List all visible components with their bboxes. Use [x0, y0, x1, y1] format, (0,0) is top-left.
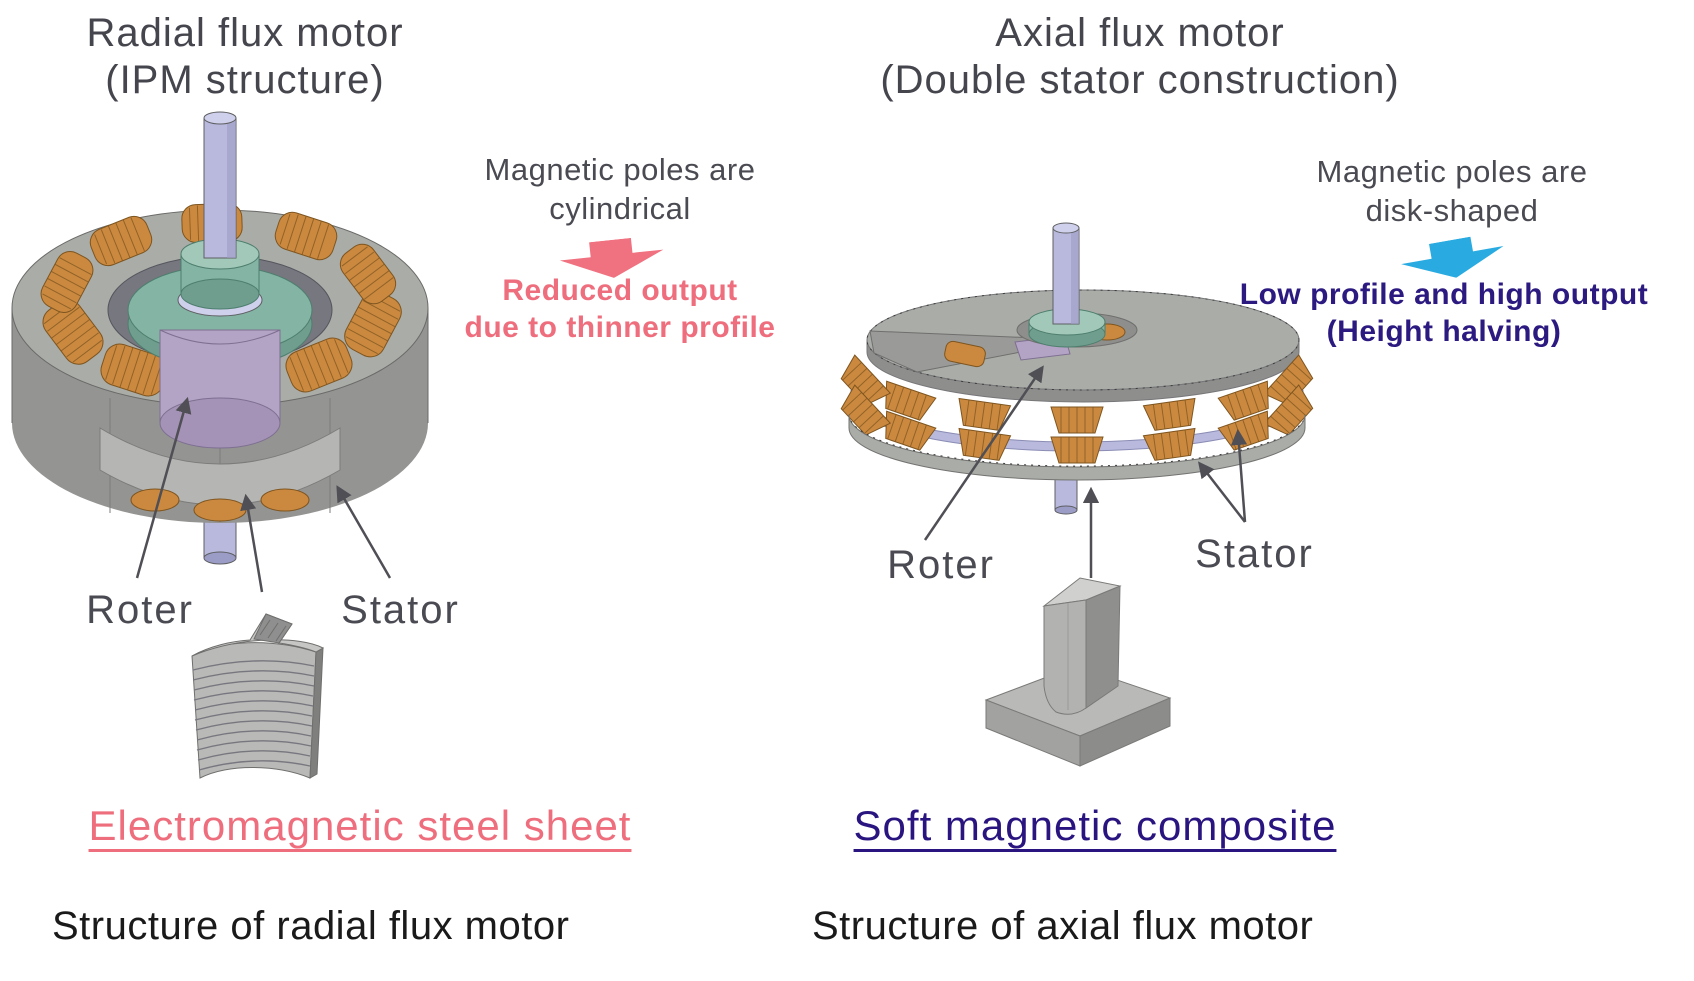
axial-top-stator-disk — [866, 289, 1300, 403]
laminations — [192, 660, 315, 771]
stator-arrow-left — [336, 485, 392, 579]
axial-upper-coils — [840, 354, 1314, 434]
radial-motor-title-line2: (IPM structure) — [105, 58, 385, 102]
stator-arrow-right-2 — [1230, 428, 1248, 523]
axial-result-text: Low profile and high output (Height halv… — [1194, 276, 1694, 350]
radial-callout-line2: cylindrical — [549, 191, 691, 226]
rotor-arrow-right — [923, 365, 1044, 541]
axial-callout: Magnetic poles are disk-shaped — [1252, 152, 1652, 230]
axial-motor-title-line1: Axial flux motor — [995, 11, 1285, 55]
stator-label-right: Stator — [1195, 532, 1314, 576]
smc-material-label: Soft magnetic composite — [853, 802, 1337, 849]
radial-structure-caption: Structure of radial flux motor — [52, 904, 570, 948]
radial-motor-title: Radial flux motor (IPM structure) — [25, 10, 465, 104]
rotor-label-right: Roter — [887, 543, 995, 587]
radial-callout-line1: Magnetic poles are — [484, 152, 756, 187]
smc-core-illustration — [968, 558, 1180, 778]
radial-result-text: Reduced output due to thinner profile — [390, 272, 850, 346]
axial-flux-motor-illustration — [815, 222, 1315, 542]
pink-down-arrow-icon — [558, 235, 665, 284]
stator-label-left: Stator — [341, 588, 460, 632]
axial-result-line2: (Height halving) — [1326, 315, 1562, 348]
rotor-label-left: Roter — [86, 588, 194, 632]
radial-bottom-coils — [130, 488, 310, 522]
stator-arrow-right-1 — [1198, 461, 1246, 523]
axial-callout-line2: disk-shaped — [1365, 193, 1539, 228]
radial-motor-title-line1: Radial flux motor — [86, 11, 404, 55]
stack-notch — [253, 613, 293, 644]
smc-tooth — [1042, 577, 1122, 715]
axial-motor-title-line2: (Double stator construction) — [880, 58, 1400, 102]
radial-result-line2: due to thinner profile — [464, 311, 776, 344]
axial-shaft-bottom — [1054, 473, 1078, 515]
axial-shaft — [1052, 222, 1080, 325]
axial-structure-caption: Structure of axial flux motor — [812, 904, 1314, 948]
axial-disk-cutout — [869, 330, 1084, 373]
steel-sheet-stack-illustration — [180, 590, 330, 790]
blue-down-arrow-icon — [1396, 231, 1511, 288]
radial-callout: Magnetic poles are cylindrical — [420, 150, 820, 228]
radial-shaft — [203, 111, 237, 259]
axial-result-line1: Low profile and high output — [1239, 278, 1649, 311]
axial-motor-title: Axial flux motor (Double stator construc… — [822, 10, 1458, 104]
sheet-arrow-left — [240, 493, 264, 593]
axial-bottom-stator-disk — [848, 414, 1306, 481]
rotor-arrow-left — [135, 396, 192, 579]
axial-callout-line1: Magnetic poles are — [1316, 154, 1588, 189]
radial-result-line1: Reduced output — [502, 274, 738, 307]
steel-sheet-material-label: Electromagnetic steel sheet — [88, 802, 632, 849]
